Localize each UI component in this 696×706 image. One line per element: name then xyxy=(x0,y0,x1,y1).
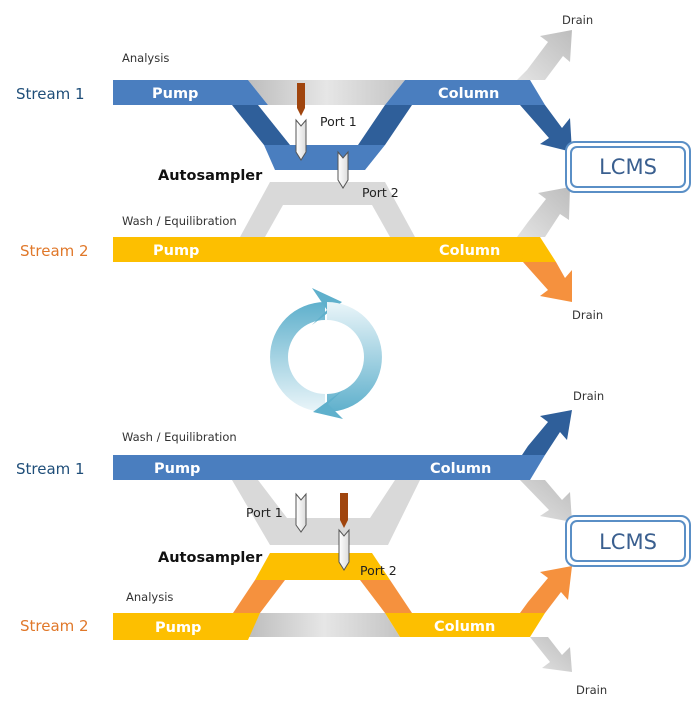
stream1-label: Stream 1 xyxy=(16,85,85,103)
drain-arrow-bottom-inactive xyxy=(530,637,572,672)
port1-label: Port 1 xyxy=(246,505,283,520)
lcms-label: LCMS xyxy=(599,530,657,554)
drain-top-label: Drain xyxy=(573,389,604,403)
stream1-column-label: Column xyxy=(438,86,499,102)
stream1-pump-label: Pump xyxy=(152,86,198,102)
port2-label: Port 2 xyxy=(362,185,399,200)
drain-bottom-label: Drain xyxy=(576,683,607,697)
stream1-column-bar[interactable] xyxy=(385,80,545,105)
drain-bottom-label: Drain xyxy=(572,308,603,322)
stream2-loop-right-orange xyxy=(360,580,412,613)
stream1-loop-inactive xyxy=(232,480,420,545)
stream1-pump-bar[interactable] xyxy=(113,80,268,105)
drain-top-label: Drain xyxy=(562,13,593,27)
stream1-bar-end xyxy=(515,455,545,480)
stream1-loop-left-dark xyxy=(232,105,290,145)
stream1-pump-column-bar[interactable] xyxy=(113,455,526,480)
top-panel: LCMS Stream 1 Stream 2 Analysis Wash / E… xyxy=(16,13,691,322)
stream1-bypass-inactive xyxy=(248,80,405,105)
stream2-column-label: Column xyxy=(439,243,500,259)
lcms-detector-bottom: LCMS xyxy=(565,515,691,567)
stream2-column-bar[interactable] xyxy=(385,613,545,637)
wash-loop-path xyxy=(240,182,415,237)
stream2-label: Stream 2 xyxy=(20,617,89,635)
drain-arrow-bottom-active xyxy=(523,262,572,302)
port2-marker xyxy=(338,528,350,571)
lcms-label: LCMS xyxy=(599,155,657,179)
stream2-mode-label: Analysis xyxy=(126,590,173,604)
stream2-mode-label: Wash / Equilibration xyxy=(122,214,237,228)
stream2-column-label: Column xyxy=(434,619,495,635)
stream1-label: Stream 1 xyxy=(16,460,85,478)
stream1-column-label: Column xyxy=(430,461,491,477)
stream2-pump-label: Pump xyxy=(155,620,201,636)
port2-marker xyxy=(337,150,349,189)
port1-label: Port 1 xyxy=(320,114,357,129)
stream1-mode-label: Analysis xyxy=(122,51,169,65)
injection-needle xyxy=(297,83,305,116)
lcms-arrow-stream2-active xyxy=(520,566,572,613)
stream1-loop-right-dark xyxy=(358,105,412,145)
stream2-pump-column-bar[interactable] xyxy=(113,237,523,262)
port1-marker xyxy=(295,118,307,161)
stream2-pump-label: Pump xyxy=(153,243,199,259)
port1-marker xyxy=(295,492,307,533)
lcms-arrow-stream2-inactive xyxy=(517,187,570,237)
injection-needle xyxy=(340,493,348,528)
drain-arrow-top-inactive xyxy=(517,30,572,80)
lcms-arrow-stream1-active xyxy=(520,105,572,152)
stream2-bar-end xyxy=(520,237,556,262)
stream2-bypass-inactive xyxy=(248,613,400,637)
stream1-autosampler-loop xyxy=(264,145,385,170)
stream2-loop-left-orange xyxy=(233,580,285,613)
autosampler-label: Autosampler xyxy=(158,550,263,566)
stream2-pump-bar[interactable] xyxy=(113,613,260,640)
drain-arrow-top-active xyxy=(522,410,572,455)
bottom-panel: LCMS Wash / Equilibration Stream 1 Pump … xyxy=(16,389,691,697)
stream2-label: Stream 2 xyxy=(20,242,89,260)
stream2-autosampler-loop[interactable] xyxy=(255,553,390,580)
lcms-detector-top: LCMS xyxy=(565,141,691,193)
lcms-arrow-stream1-inactive xyxy=(520,480,572,522)
refresh-cycle-icon xyxy=(270,288,382,419)
autosampler-label: Autosampler xyxy=(158,168,263,184)
stream1-mode-label: Wash / Equilibration xyxy=(122,430,237,444)
stream1-pump-label: Pump xyxy=(154,461,200,477)
port2-label: Port 2 xyxy=(360,563,397,578)
